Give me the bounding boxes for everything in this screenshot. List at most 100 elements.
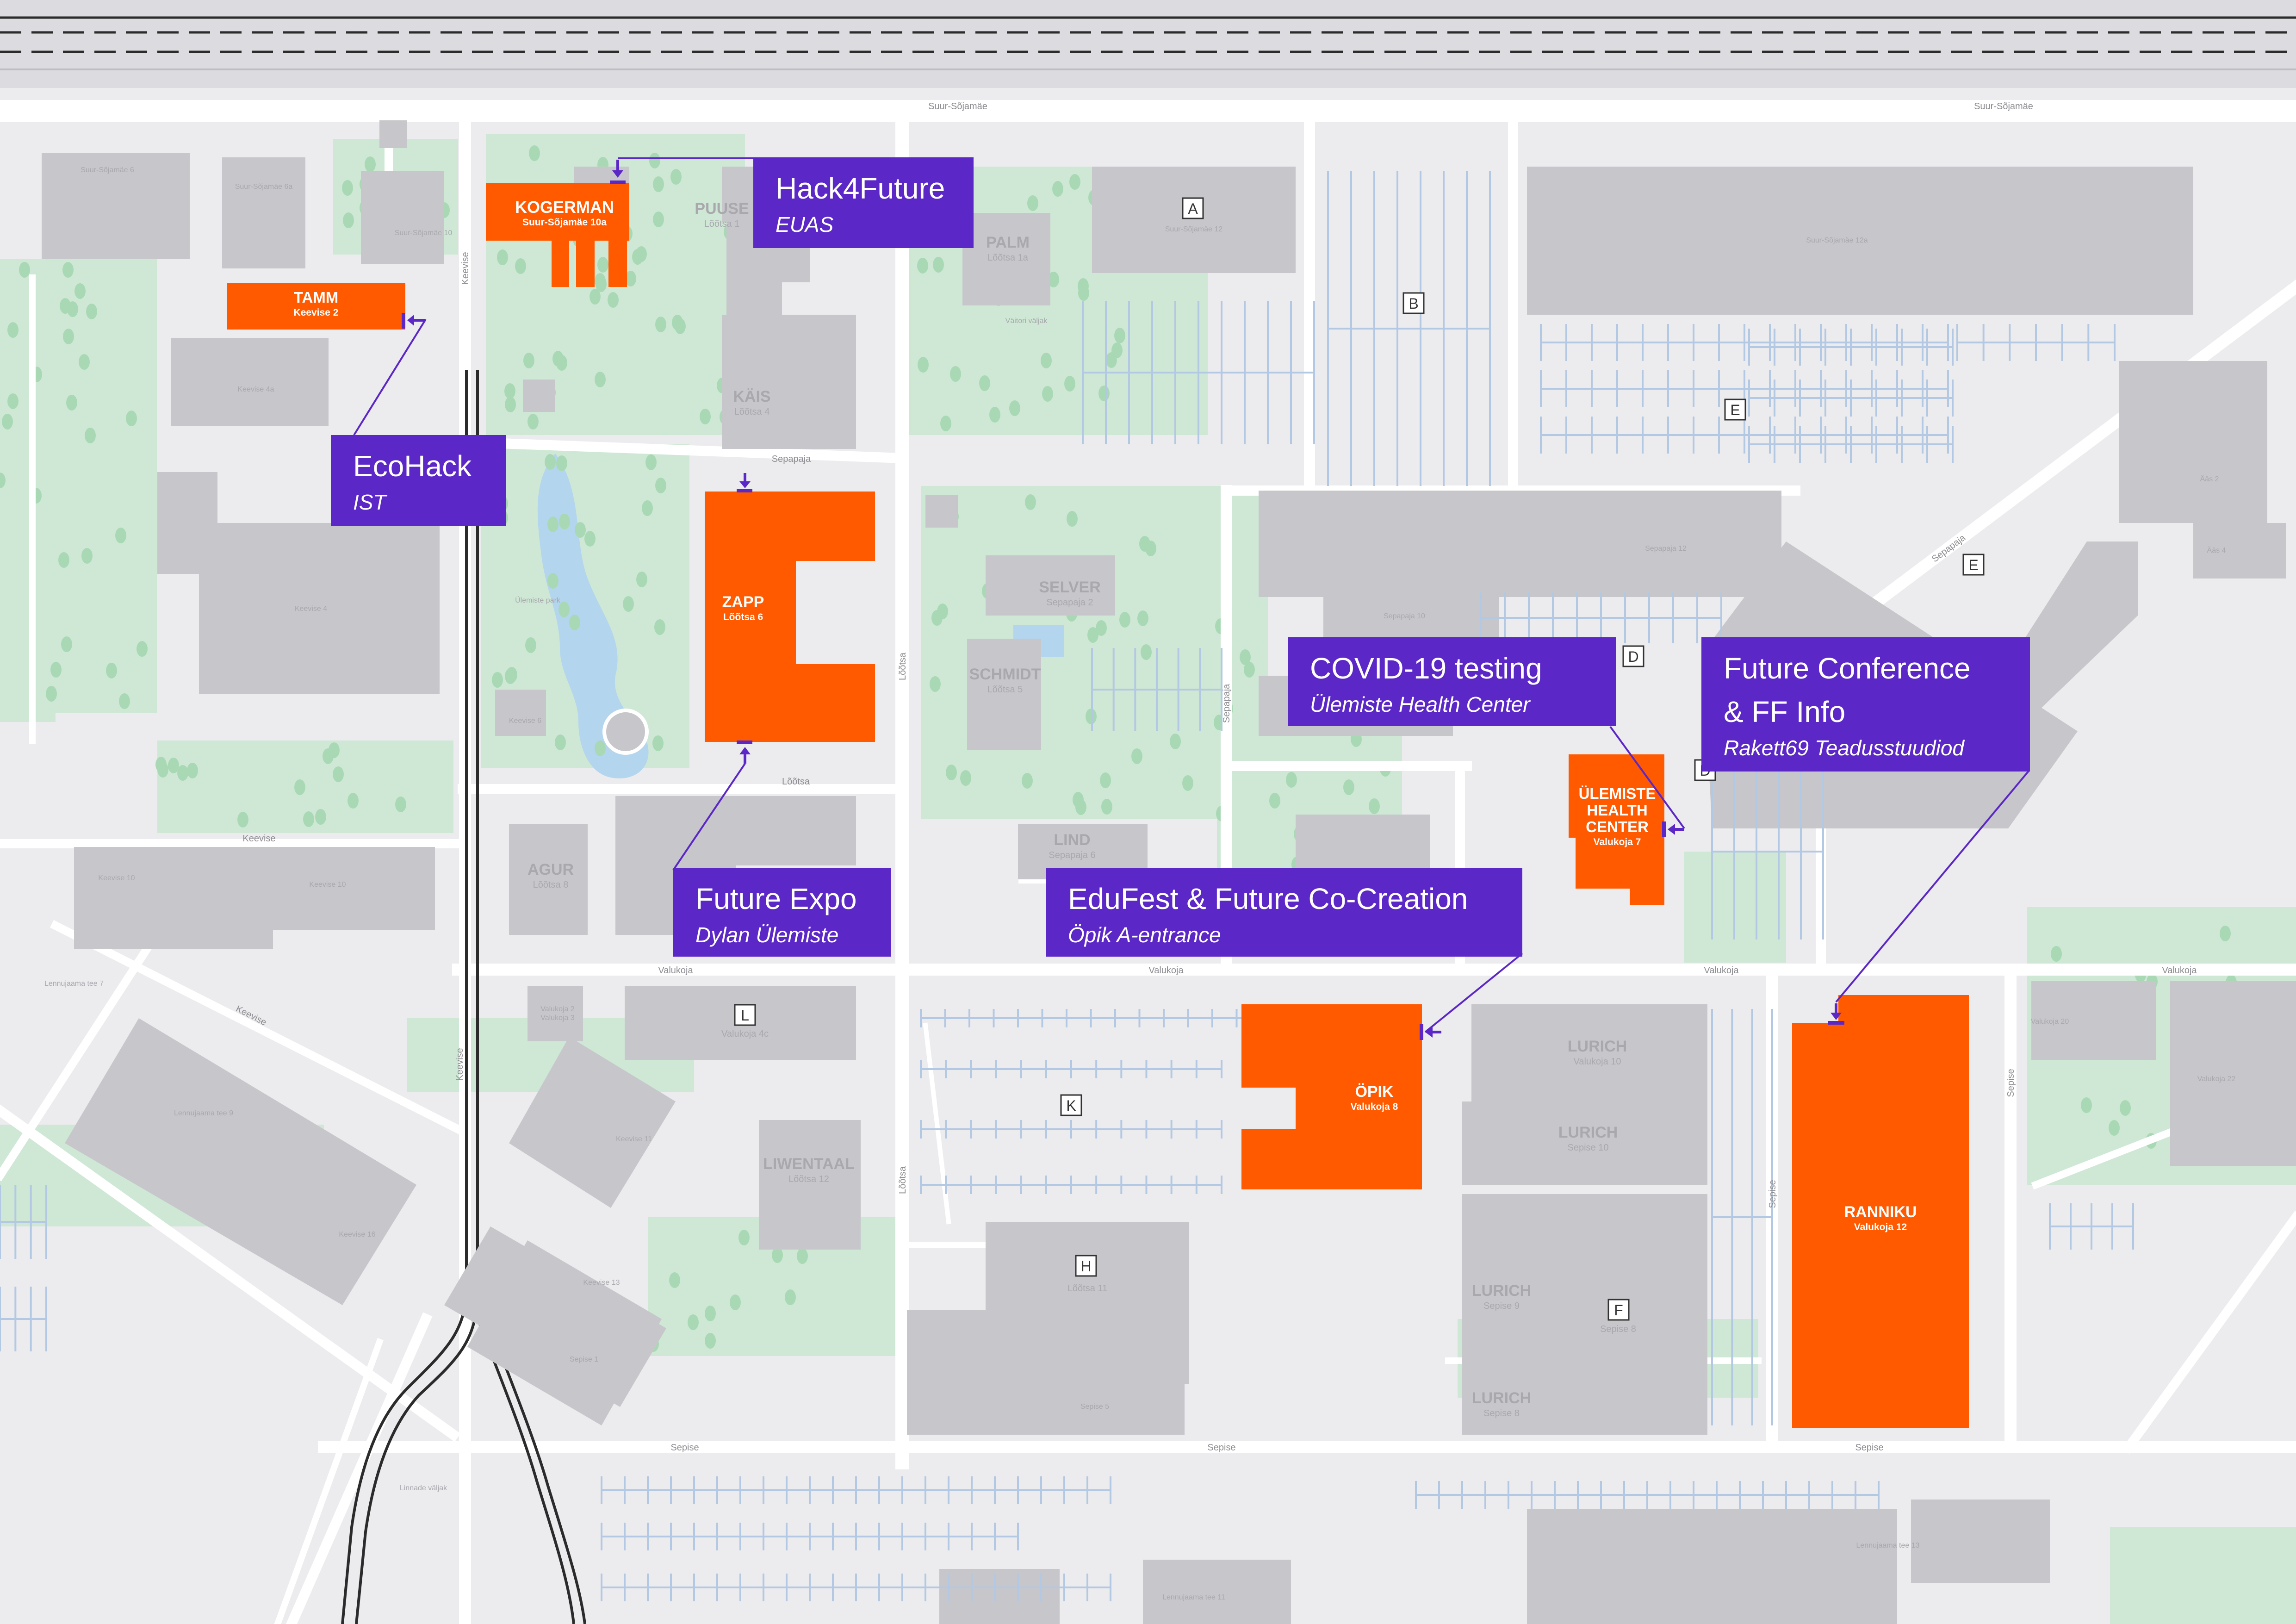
tree <box>515 258 526 274</box>
venue-name: TAMM <box>294 289 339 306</box>
tree <box>168 758 179 773</box>
tree <box>106 663 117 678</box>
tree <box>730 1294 741 1310</box>
street-label: Sepapaja <box>1222 684 1232 723</box>
entrance-markers <box>402 160 1844 1040</box>
parking-letter-badges: ABEEDDLKHF <box>734 197 1985 1321</box>
building-address: Sepapaja 12 <box>1645 545 1687 553</box>
tree <box>2109 1120 2120 1136</box>
callout-covid-testing[interactable]: COVID-19 testing Ülemiste Health Center <box>1288 637 1616 726</box>
building-address: Lõõtsa 1 <box>704 219 740 229</box>
building-address: Suur-Sõjamäe 6a <box>235 183 293 191</box>
tree <box>930 676 941 692</box>
venue-ranniku[interactable] <box>1792 995 1969 1428</box>
building-name: LURICH <box>1472 1282 1531 1300</box>
tree <box>2 414 13 429</box>
tree <box>960 770 971 786</box>
building-address: Lõõtsa 4 <box>734 407 770 417</box>
building-address: Lennujaama tee 9 <box>174 1109 233 1117</box>
building-address: Suur-Sõjamäe 10 <box>395 229 453 237</box>
tree <box>636 572 647 587</box>
tree <box>1369 798 1380 814</box>
building-address: Sepise 10 <box>1568 1143 1609 1153</box>
building-address: Ülemiste park <box>515 596 561 604</box>
tree <box>58 552 69 568</box>
building-address: Väitori väljak <box>1005 317 1048 325</box>
entrance-arrow-icon <box>737 740 752 764</box>
building-address: Lõõtsa 12 <box>788 1174 829 1184</box>
parking-letter-badge: H <box>1075 1255 1097 1277</box>
callout-title: Future Expo <box>695 882 857 915</box>
tree <box>1069 174 1080 190</box>
venue-opik[interactable] <box>1241 1004 1422 1189</box>
venue-tamm[interactable] <box>227 283 405 330</box>
parking-letter-badge: D <box>1622 645 1644 667</box>
callout-edufest[interactable]: EduFest & Future Co-Creation Öpik A-entr… <box>1046 868 1522 957</box>
building-name: LURICH <box>1558 1124 1618 1141</box>
callout-ecohack[interactable]: EcoHack IST <box>331 435 506 526</box>
building-address: Valukoja 2 <box>540 1005 575 1013</box>
tree <box>66 395 77 411</box>
callout-future-expo[interactable]: Future Expo Dylan Ülemiste <box>673 868 891 957</box>
street-label: Suur-Sõjamäe <box>1974 101 2033 112</box>
building-address: Sepapaja 6 <box>1049 850 1095 860</box>
tree <box>555 734 566 750</box>
tree <box>595 740 606 756</box>
tree <box>655 478 666 493</box>
building-name: LURICH <box>1472 1389 1531 1407</box>
callout-leaders <box>353 157 2030 1033</box>
parking-letter: K <box>1066 1097 1076 1114</box>
tree <box>115 528 126 543</box>
tree <box>1286 772 1297 788</box>
tree <box>1100 772 1111 788</box>
tree <box>652 735 664 751</box>
venue-name: ZAPP <box>722 593 764 611</box>
venue-zapp[interactable] <box>705 492 875 742</box>
tree <box>492 672 503 688</box>
tree <box>669 1272 680 1288</box>
tree <box>79 354 90 370</box>
venue-name: KOGERMAN <box>515 198 614 217</box>
street-label: Lõõtsa <box>898 1166 908 1194</box>
building-address: Keevise 11 <box>616 1135 652 1143</box>
tree <box>989 407 1000 423</box>
parking-letter-badge: E <box>1962 554 1985 576</box>
tree <box>67 301 78 317</box>
venue-address: Valukoja 7 <box>1594 837 1641 847</box>
tree <box>559 514 570 529</box>
venue-ulemiste-health-center[interactable] <box>1569 754 1664 905</box>
tree <box>7 393 19 409</box>
tree <box>1027 195 1038 211</box>
building-name: LIND <box>1054 831 1090 849</box>
venue-name: CENTER <box>1586 818 1649 835</box>
callout-future-conference[interactable]: Future Conference & FF Info Rakett69 Tea… <box>1701 637 2030 772</box>
tree <box>294 779 305 795</box>
tree <box>505 397 516 412</box>
callout-title: Future Conference <box>1724 652 1971 685</box>
tree <box>1041 353 1052 368</box>
venue-address: Valukoja 12 <box>1854 1222 1907 1232</box>
tree <box>1182 775 1193 791</box>
tree <box>918 357 929 373</box>
building-address: Sepise 9 <box>1483 1301 1520 1311</box>
railway-top <box>0 0 2296 88</box>
tree <box>1145 541 1156 556</box>
tree <box>623 596 634 612</box>
tree <box>1137 610 1148 626</box>
tree <box>556 455 567 471</box>
tree <box>155 757 167 772</box>
tree <box>1025 494 1036 510</box>
callout-title: & FF Info <box>1724 695 1846 728</box>
tree <box>933 257 944 273</box>
callout-subtitle: Rakett69 Teadusstuudiod <box>1724 736 1965 760</box>
tree <box>1022 773 1033 789</box>
tree <box>7 322 19 338</box>
building-address: Sepise 5 <box>1080 1403 1109 1411</box>
building-address: Keevise 4 <box>295 605 327 613</box>
tree <box>323 748 334 764</box>
callout-hack4future[interactable]: Hack4Future EUAS <box>753 157 974 248</box>
building-address: Lennujaama tee 13 <box>1856 1542 1920 1549</box>
venue-kogerman[interactable] <box>486 183 629 287</box>
street-label: Suur-Sõjamäe <box>928 101 987 112</box>
tree <box>590 289 601 305</box>
